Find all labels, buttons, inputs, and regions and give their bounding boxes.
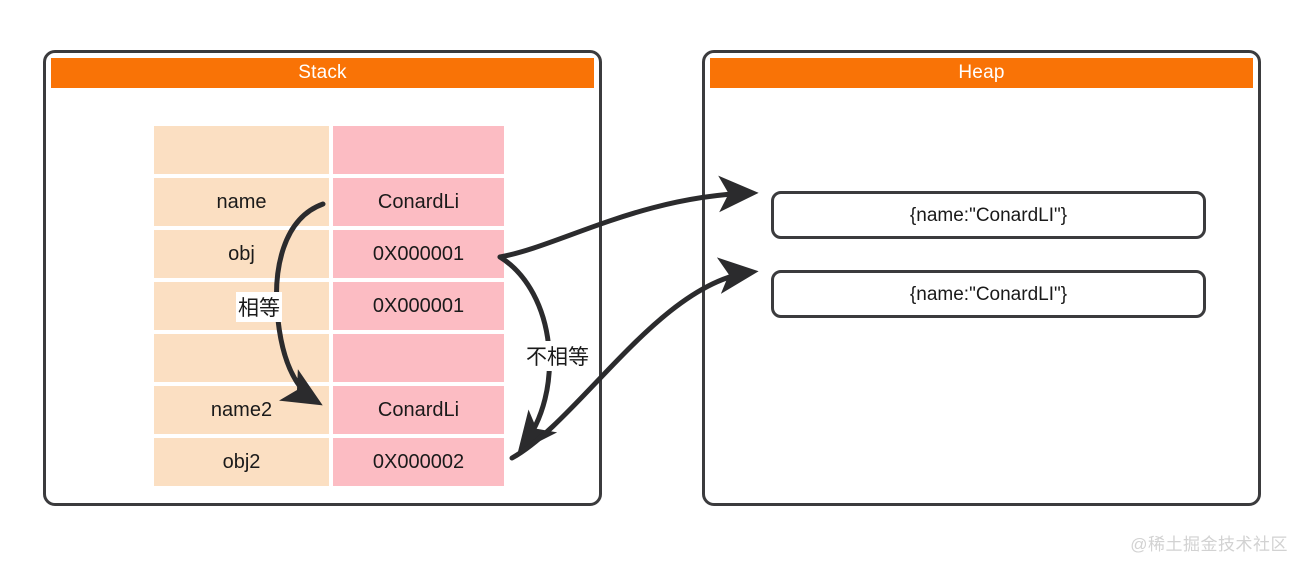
stack-cell-value bbox=[333, 126, 504, 174]
stack-cell-key: obj bbox=[154, 230, 329, 278]
stack-cell-key bbox=[154, 126, 329, 174]
table-row bbox=[154, 126, 504, 176]
table-row: obj 0X000001 bbox=[154, 230, 504, 280]
stack-cell-value: 0X000001 bbox=[333, 230, 504, 278]
table-row: 0X000001 bbox=[154, 282, 504, 332]
stack-table: name ConardLi obj 0X000001 0X000001 name… bbox=[154, 126, 504, 490]
stack-cell-value: ConardLi bbox=[333, 178, 504, 226]
stack-panel-header: Stack bbox=[51, 58, 594, 88]
heap-panel: Heap {name:"ConardLI"} {name:"ConardLI"} bbox=[702, 50, 1261, 506]
stack-cell-key bbox=[154, 334, 329, 382]
stack-panel: Stack name ConardLi obj 0X000001 0X00 bbox=[43, 50, 602, 506]
heap-object-box: {name:"ConardLI"} bbox=[771, 191, 1206, 239]
stack-cell-key: name2 bbox=[154, 386, 329, 434]
table-row bbox=[154, 334, 504, 384]
stack-cell-value: 0X000002 bbox=[333, 438, 504, 486]
heap-panel-header: Heap bbox=[710, 58, 1253, 88]
heap-panel-body: {name:"ConardLI"} {name:"ConardLI"} bbox=[710, 88, 1253, 488]
stack-cell-key: name bbox=[154, 178, 329, 226]
stack-cell-value: 0X000001 bbox=[333, 282, 504, 330]
table-row: name ConardLi bbox=[154, 178, 504, 228]
stack-cell-key: obj2 bbox=[154, 438, 329, 486]
stack-panel-body: name ConardLi obj 0X000001 0X000001 name… bbox=[51, 88, 594, 488]
heap-object-box: {name:"ConardLI"} bbox=[771, 270, 1206, 318]
not-equal-edge-label: 不相等 bbox=[524, 341, 591, 371]
watermark: @稀土掘金技术社区 bbox=[1130, 535, 1288, 554]
stack-cell-value bbox=[333, 334, 504, 382]
table-row: obj2 0X000002 bbox=[154, 438, 504, 488]
stack-cell-value: ConardLi bbox=[333, 386, 504, 434]
table-row: name2 ConardLi bbox=[154, 386, 504, 436]
equal-edge-label: 相等 bbox=[236, 292, 282, 322]
